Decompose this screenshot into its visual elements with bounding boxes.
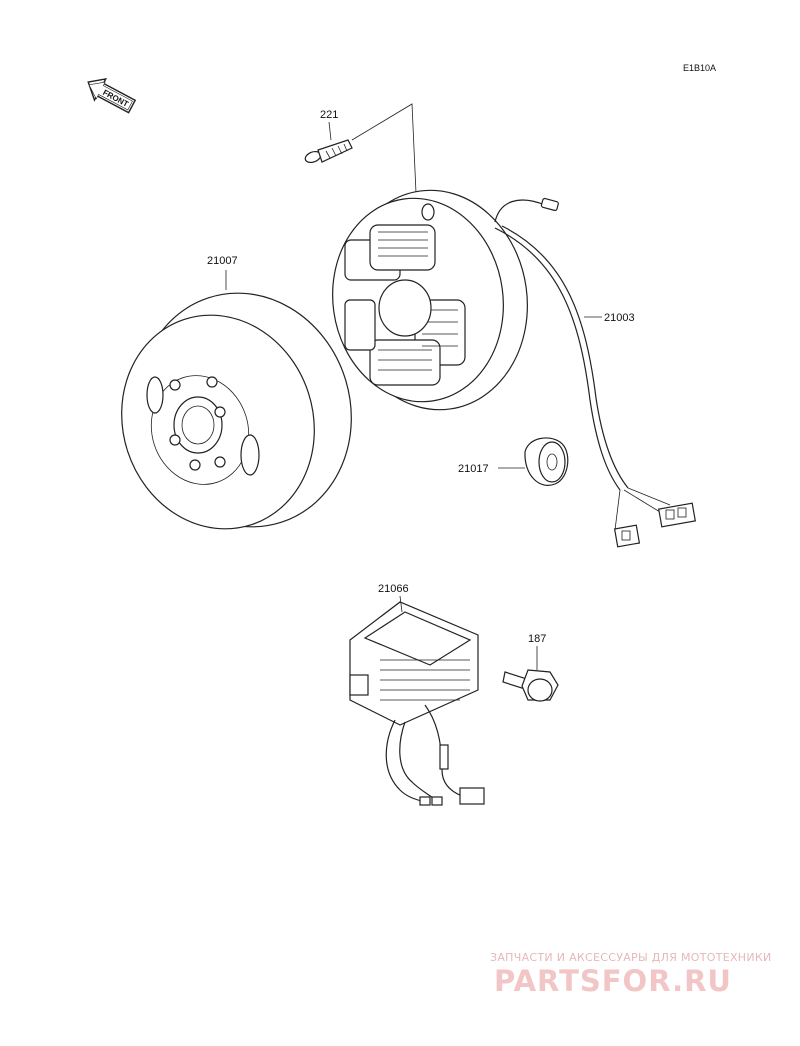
bolt-part xyxy=(502,669,559,702)
watermark-logo: PARTSFOR.RU xyxy=(494,964,732,998)
regulator-part-number: 21066 xyxy=(378,583,409,595)
watermark-tagline: ЗАПЧАСТИ И АКСЕССУАРЫ ДЛЯ МОТОТЕХНИКИ xyxy=(490,951,772,964)
flywheel-part-number: 21007 xyxy=(207,255,238,267)
front-arrow-icon: FRONT xyxy=(87,78,137,114)
screw-part xyxy=(304,139,353,164)
bolt-part-number: 187 xyxy=(528,633,546,645)
flywheel-part xyxy=(121,292,352,530)
grommet-part xyxy=(524,437,569,486)
stator-part xyxy=(332,189,696,548)
diagram-code: E1B10A xyxy=(683,63,716,73)
regulator-part xyxy=(349,601,485,806)
grommet-part-number: 21017 xyxy=(458,463,489,475)
screw-part-number: 221 xyxy=(320,109,338,121)
stator-part-number: 21003 xyxy=(604,312,635,324)
